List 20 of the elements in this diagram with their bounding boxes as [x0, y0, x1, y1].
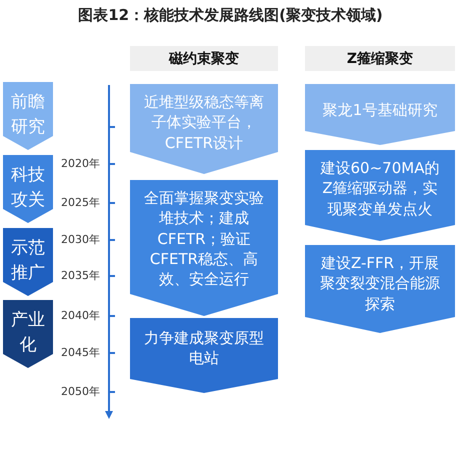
chart-title: 图表12：核能技术发展路线图(聚变技术领域) [77, 6, 384, 25]
year-label: 2025年 [60, 195, 100, 210]
milestone-box: 建设Z-FFR，开展聚变裂变混合能源探索 [305, 245, 455, 333]
year-label: 2020年 [60, 156, 100, 171]
stage-box: 示范推广 [3, 228, 53, 296]
year-label: 2050年 [60, 384, 100, 399]
stage-box: 前瞻研究 [3, 82, 53, 150]
column-header: Z箍缩聚变 [305, 46, 455, 71]
year-label: 2030年 [60, 232, 100, 247]
milestone-box: 全面掌握聚变实验堆技术；建成CFETR；验证CFETR稳态、高效、安全运行 [130, 180, 278, 316]
milestone-box: 近堆型级稳态等离子体实验平台，CFETR设计 [130, 84, 278, 174]
milestone-box: 建设60~70MA的Z箍缩驱动器，实现聚变单发点火 [305, 150, 455, 241]
column-header: 磁约束聚变 [130, 46, 278, 71]
year-label: 2040年 [60, 308, 100, 323]
milestone-box: 力争建成聚变原型电站 [130, 318, 278, 393]
milestone-box: 聚龙1号基础研究 [305, 84, 455, 145]
year-label: 2045年 [60, 345, 100, 360]
stage-box: 科技攻关 [3, 155, 53, 223]
stage-box: 产业化 [3, 300, 53, 368]
year-label: 2035年 [60, 268, 100, 283]
